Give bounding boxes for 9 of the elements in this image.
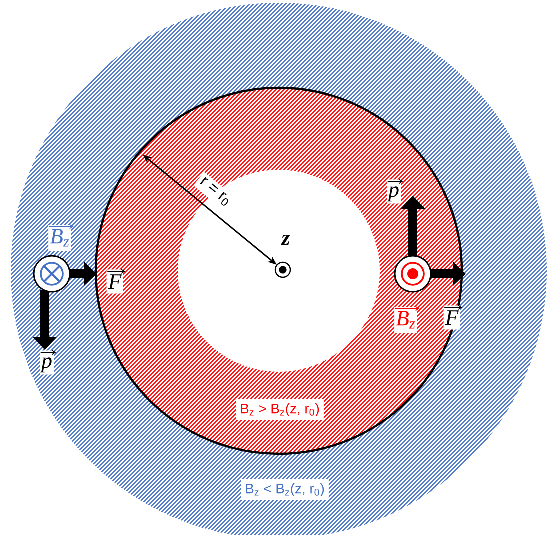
radius-label: r = r$_{0}$ bbox=[193, 172, 237, 212]
axis-label: z bbox=[281, 234, 290, 246]
vector-label: p bbox=[387, 179, 404, 204]
vector-label: F bbox=[106, 269, 126, 294]
vector-label: p bbox=[40, 350, 56, 375]
vector-label: B$_{z}$ bbox=[394, 306, 420, 333]
node-label: B$_{z}$ < B$_{z}$(z, r$_{0}$) bbox=[246, 483, 324, 496]
vector-label: F bbox=[444, 305, 462, 330]
vector-label: B$_{z}$ bbox=[48, 224, 74, 251]
